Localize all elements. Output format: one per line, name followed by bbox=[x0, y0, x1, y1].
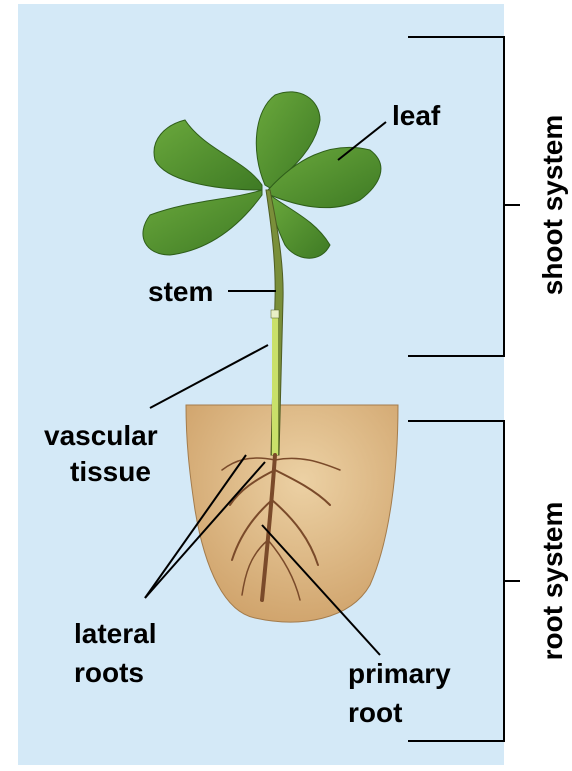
primary-label-line1: primary bbox=[348, 658, 451, 689]
root-system-label: root system bbox=[537, 502, 568, 661]
leaves bbox=[143, 92, 381, 258]
vascular-label-line1: vascular bbox=[44, 420, 158, 451]
brackets bbox=[408, 37, 520, 741]
vascular-label-line2: tissue bbox=[70, 456, 151, 487]
soil bbox=[186, 405, 398, 622]
primary-label-line2: root bbox=[348, 697, 402, 728]
lateral-label-line2: roots bbox=[74, 657, 144, 688]
lateral-label-line1: lateral bbox=[74, 618, 157, 649]
vascular-strip bbox=[272, 315, 278, 455]
stem-cut bbox=[271, 310, 279, 318]
shoot-system-label: shoot system bbox=[537, 115, 568, 296]
leaf-label: leaf bbox=[392, 100, 441, 131]
stem-label: stem bbox=[148, 276, 213, 307]
